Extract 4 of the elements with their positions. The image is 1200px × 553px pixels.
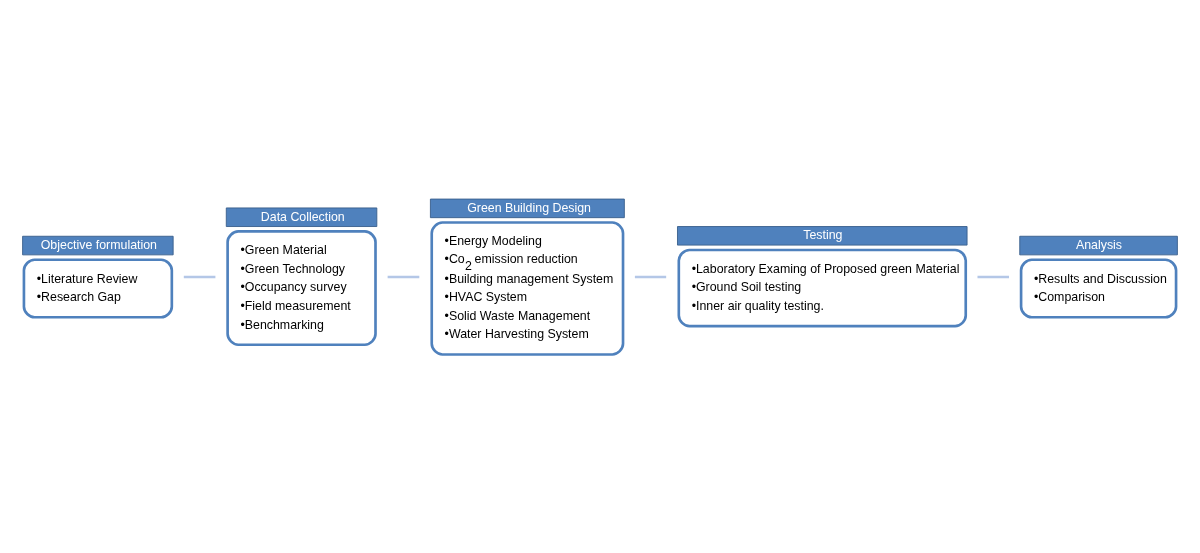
- connector: [183, 275, 216, 278]
- connector: [634, 275, 667, 278]
- connector: [977, 275, 1010, 278]
- connector: [387, 275, 420, 278]
